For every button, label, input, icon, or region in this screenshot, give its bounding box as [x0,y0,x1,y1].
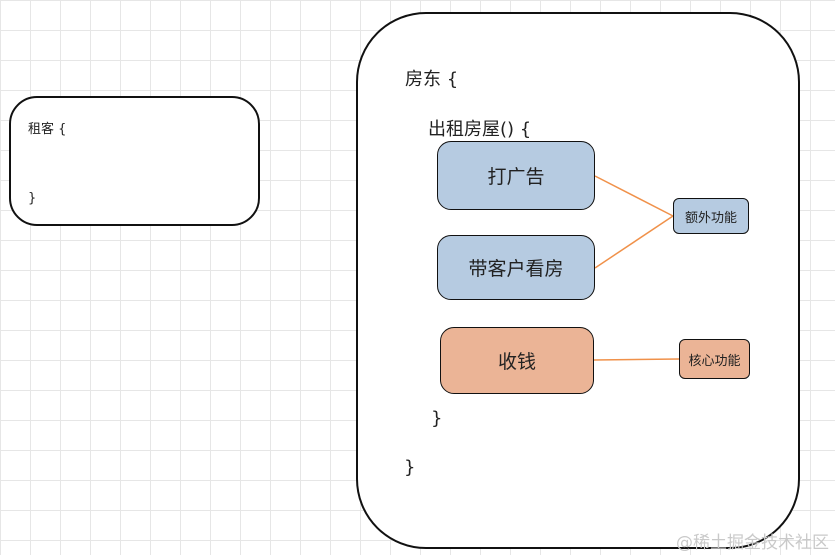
landlord-open-label: 房东 { [405,69,459,90]
landlord-close-label: } [404,457,416,478]
tenant-close-label: } [28,191,37,206]
tenant-open-label: 租客 { [28,122,67,137]
connector-show-extra [594,215,674,269]
extra-function-tag: 额外功能 [673,198,749,234]
core-function-tag: 核心功能 [679,339,750,379]
tenant-box [9,96,260,226]
rent-method-close-label: } [431,408,443,429]
rent-method-open-label: 出租房屋() { [428,119,532,140]
advertise-node: 打广告 [437,141,595,210]
connector-advertise-extra [594,175,674,217]
collect-rent-node: 收钱 [440,327,594,394]
show-house-node: 带客户看房 [437,235,595,300]
watermark: @稀土掘金技术社区 [676,533,829,553]
connector-money-core [593,358,680,361]
